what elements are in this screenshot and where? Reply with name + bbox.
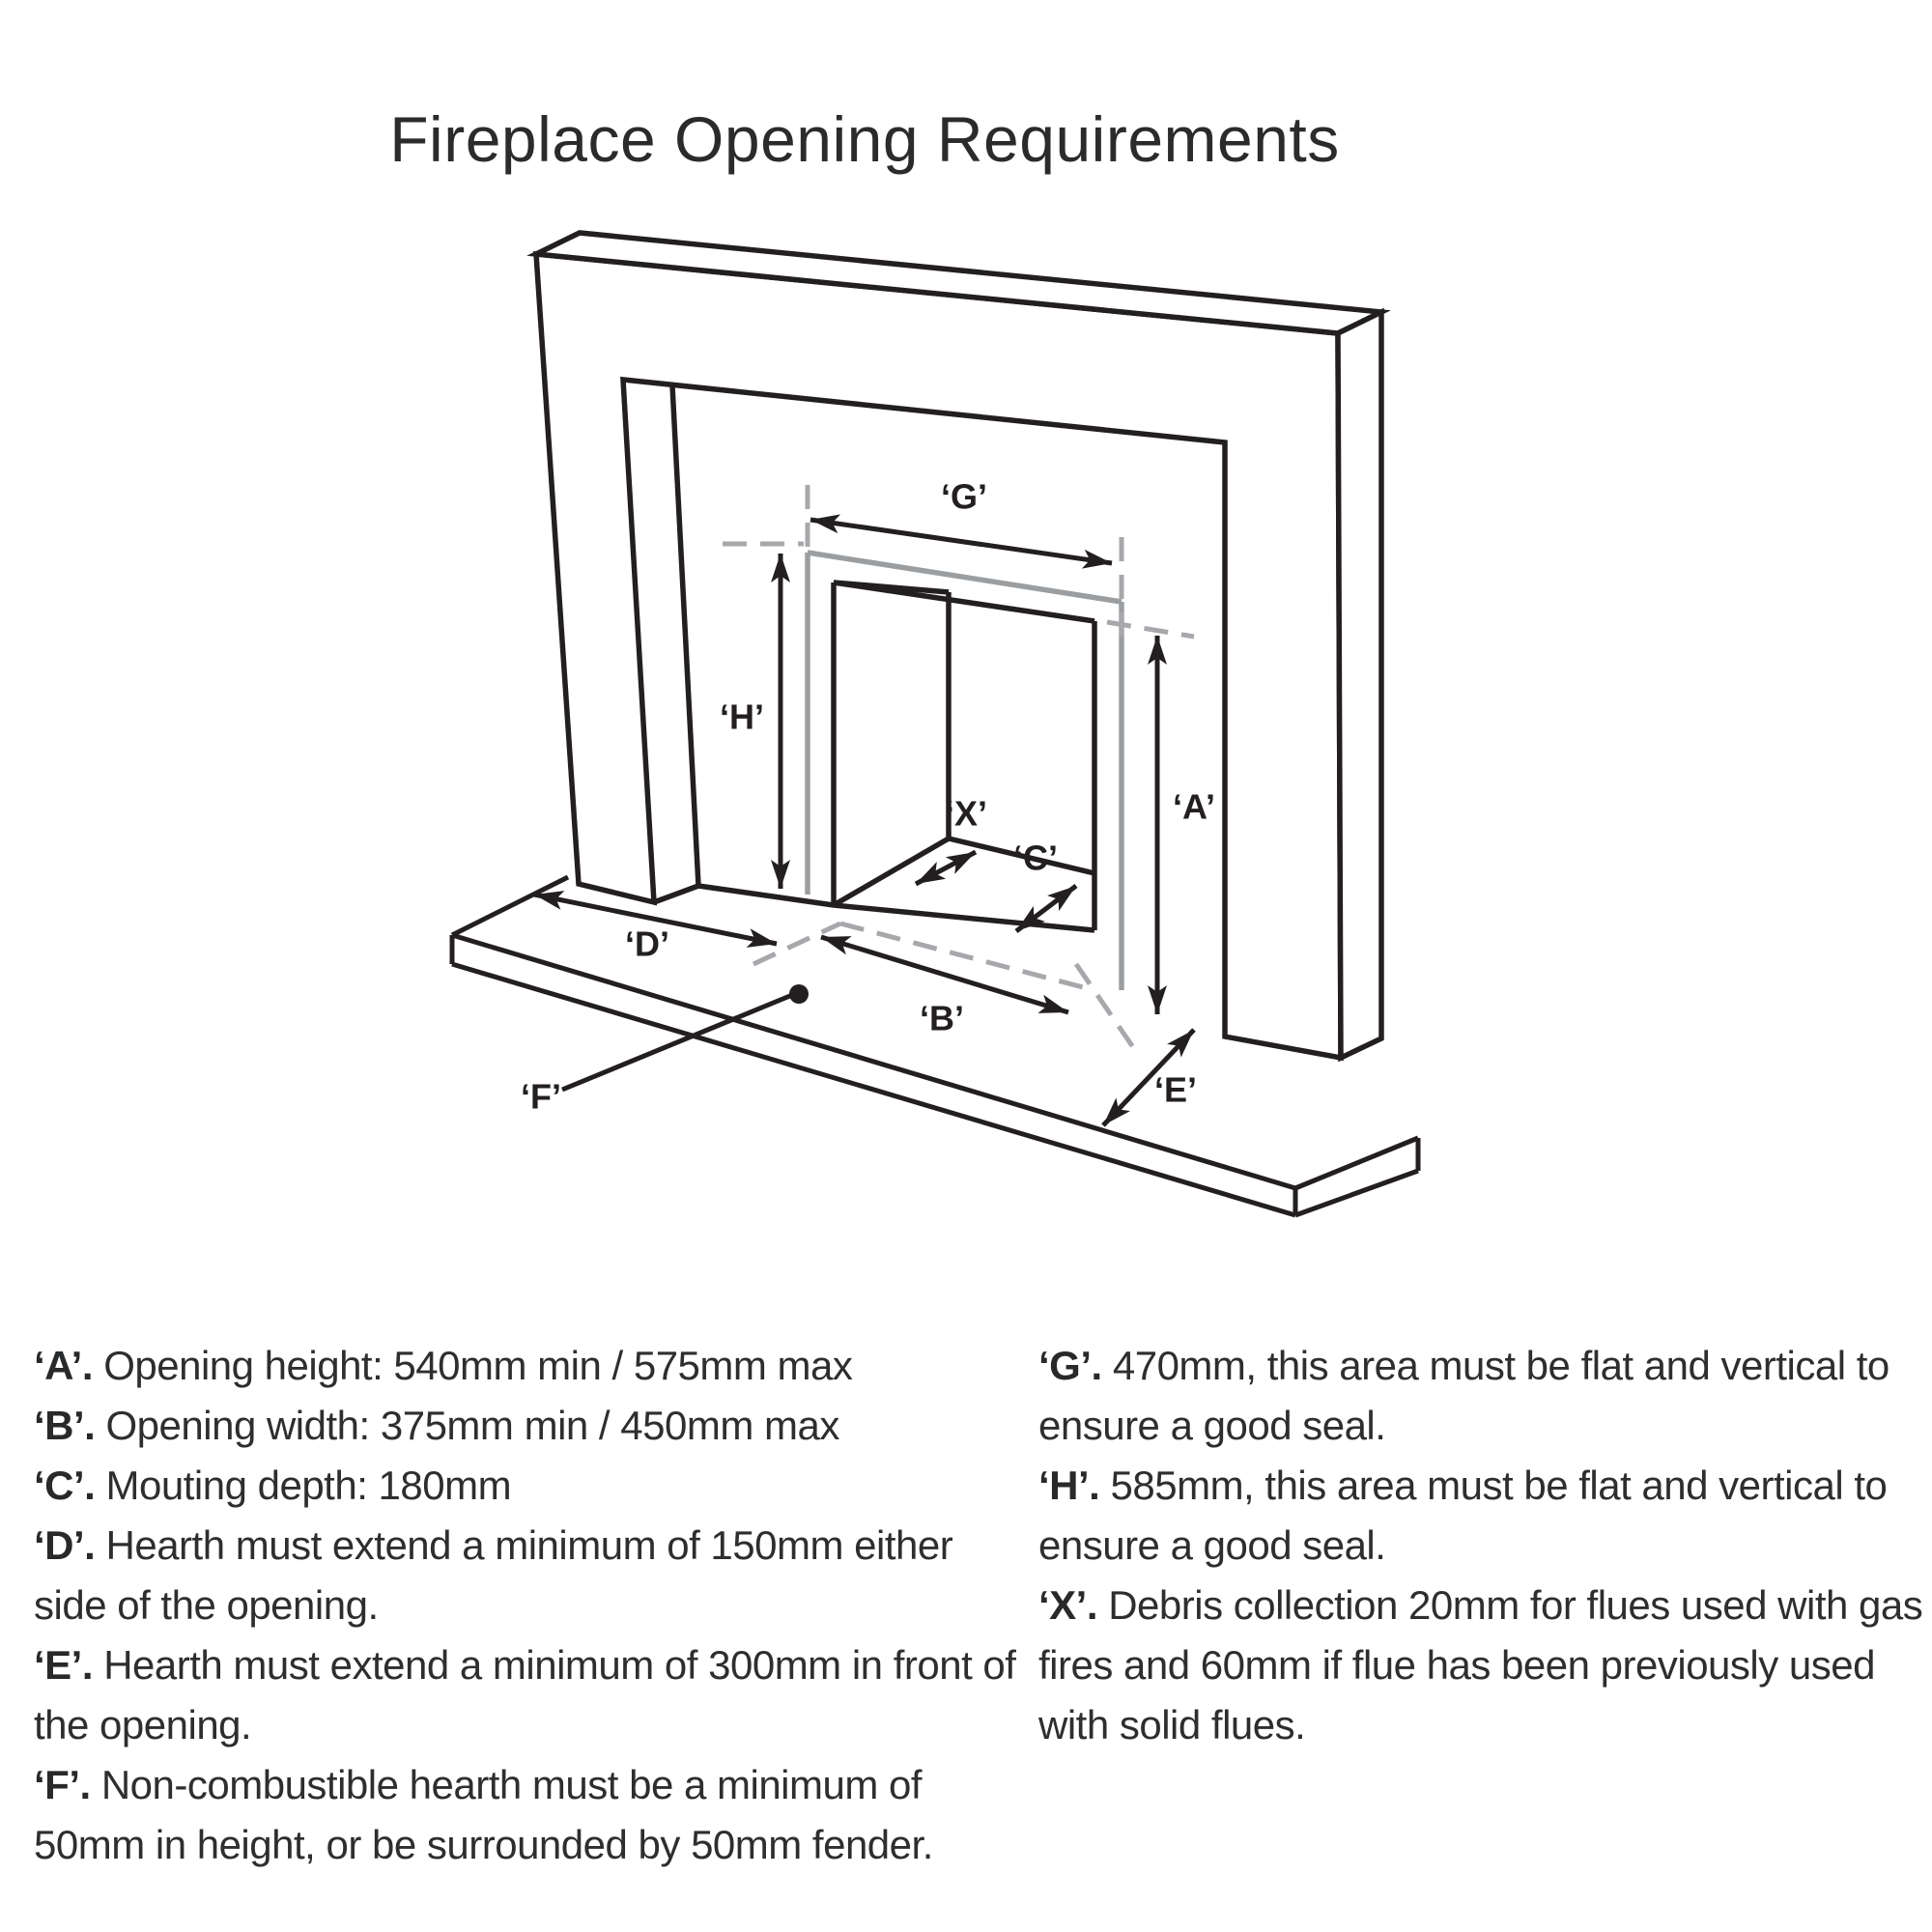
fireplace-diagram: ‘G’ ‘H’ ‘A’ ‘X’ ‘C’ ‘D’ ‘B’ ‘E’ ‘F’ xyxy=(449,230,1421,1218)
legend-right-column: ‘G’. 470mm, this area must be flat and v… xyxy=(1038,1336,1932,1755)
legend-item-x: ‘X’. Debris collection 20mm for flues us… xyxy=(1038,1576,1932,1755)
legend-item-b: ‘B’. Opening width: 375mm min / 450mm ma… xyxy=(34,1396,1019,1456)
arrow-d xyxy=(533,891,778,948)
label-e: ‘E’ xyxy=(1154,1070,1197,1110)
legend-text-a: Opening height: 540mm min / 575mm max xyxy=(93,1343,853,1388)
legend-text-c: Mouting depth: 180mm xyxy=(95,1463,512,1508)
label-h: ‘H’ xyxy=(720,697,764,737)
dimension-arrows xyxy=(533,514,1196,1127)
frame-left-reveal xyxy=(653,384,701,905)
legend-item-f: ‘F’. Non-combustible hearth must be a mi… xyxy=(34,1755,1019,1875)
label-d: ‘D’ xyxy=(625,924,669,964)
legend-item-g: ‘G’. 470mm, this area must be flat and v… xyxy=(1038,1336,1932,1456)
b-extent-left xyxy=(752,921,842,967)
hearth-slab xyxy=(449,874,1421,1218)
wall-base-line xyxy=(697,883,1095,933)
legend-text-b: Opening width: 375mm min / 450mm max xyxy=(95,1403,840,1448)
arrow-x xyxy=(914,849,978,887)
surround-frame xyxy=(526,230,1391,1063)
legend-key-e: ‘E’. xyxy=(34,1642,94,1688)
legend-item-e: ‘E’. Hearth must extend a minimum of 300… xyxy=(34,1635,1019,1755)
label-x: ‘X’ xyxy=(945,794,987,834)
legend-text-x: Debris collection 20mm for flues used wi… xyxy=(1038,1582,1923,1747)
legend-key-c: ‘C’. xyxy=(34,1463,96,1508)
arrow-c xyxy=(1014,884,1078,933)
label-a: ‘A’ xyxy=(1173,787,1215,827)
label-f: ‘F’ xyxy=(521,1077,561,1117)
legend-text-g: 470mm, this area must be flat and vertic… xyxy=(1038,1343,1889,1448)
legend-item-a: ‘A’. Opening height: 540mm min / 575mm m… xyxy=(34,1336,1019,1396)
legend-item-h: ‘H’. 585mm, this area must be flat and v… xyxy=(1038,1456,1932,1576)
firebox-opening xyxy=(831,580,1097,930)
legend-item-d: ‘D’. Hearth must extend a minimum of 150… xyxy=(34,1516,1019,1635)
arrow-e xyxy=(1101,1028,1196,1127)
arrow-b xyxy=(820,934,1069,1015)
arrow-g xyxy=(810,514,1113,569)
legend-key-x: ‘X’. xyxy=(1038,1582,1098,1628)
legend-text-f: Non-combustible hearth must be a minimum… xyxy=(34,1762,933,1867)
legend-item-c: ‘C’. Mouting depth: 180mm xyxy=(34,1456,1019,1516)
label-b: ‘B’ xyxy=(920,999,964,1038)
f-leader xyxy=(561,984,809,1093)
legend-text-e: Hearth must extend a minimum of 300mm in… xyxy=(34,1642,1016,1747)
legend-key-g: ‘G’. xyxy=(1038,1343,1102,1388)
legend-text-d: Hearth must extend a minimum of 150mm ei… xyxy=(34,1522,953,1628)
label-g: ‘G’ xyxy=(941,477,987,517)
a-extent-top xyxy=(1106,619,1195,639)
legend-left-column: ‘A’. Opening height: 540mm min / 575mm m… xyxy=(34,1336,1019,1875)
legend-key-f: ‘F’. xyxy=(34,1762,91,1807)
frame-right-face xyxy=(1335,307,1384,1063)
legend-key-d: ‘D’. xyxy=(34,1522,96,1568)
legend-text-h: 585mm, this area must be flat and vertic… xyxy=(1038,1463,1888,1568)
legend-key-a: ‘A’. xyxy=(34,1343,94,1388)
dimension-labels: ‘G’ ‘H’ ‘A’ ‘X’ ‘C’ ‘D’ ‘B’ ‘E’ ‘F’ xyxy=(521,477,1215,1117)
f-dot xyxy=(789,984,809,1004)
label-c: ‘C’ xyxy=(1013,838,1058,878)
page-title: Fireplace Opening Requirements xyxy=(389,103,1340,175)
legend-key-b: ‘B’. xyxy=(34,1403,96,1448)
legend-key-h: ‘H’. xyxy=(1038,1463,1100,1508)
